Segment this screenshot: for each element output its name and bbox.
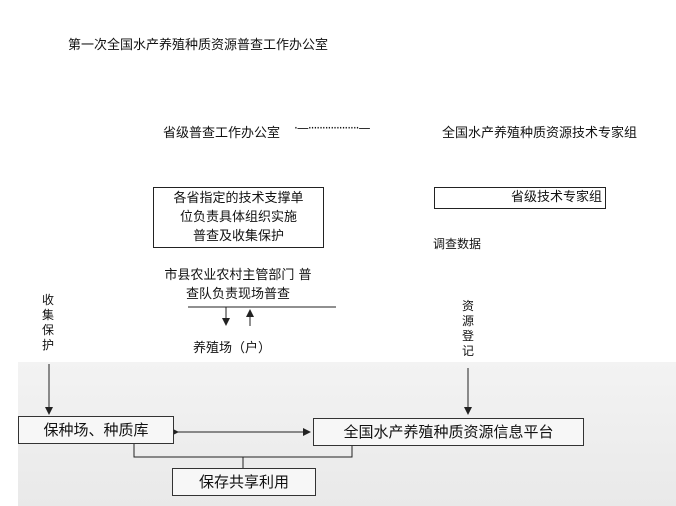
support-unit-line-2: 位负责具体组织实施 [179, 210, 297, 225]
share-use-box: 保存共享利用 [172, 468, 316, 496]
county-dept-line-2: 查队负责现场普查 [185, 287, 290, 302]
breeding-farm-label: 保种场、种质库 [43, 421, 149, 439]
support-unit-line-3: 普查及收集保护 [192, 229, 284, 244]
resource-register-label: 资源登记 [461, 299, 474, 358]
dotted-connector: ·—··················— [294, 121, 370, 135]
provincial-experts-label: 省级技术专家组 [510, 190, 602, 205]
collect-protect-label: 收集保护 [41, 293, 54, 352]
county-dept-line-1: 市县农业农村主管部门 普 [164, 268, 312, 283]
farm-label: 养殖场（户） [193, 341, 272, 356]
info-platform-label: 全国水产养殖种质资源信息平台 [343, 423, 554, 441]
share-use-label: 保存共享利用 [198, 473, 289, 491]
county-dept-text: 市县农业农村主管部门 普 查队负责现场普查 [150, 266, 326, 304]
support-unit-box: 各省指定的技术支撑单 位负责具体组织实施 普查及收集保护 [153, 187, 324, 248]
survey-data-label: 调查数据 [433, 237, 482, 251]
province-office-label: 省级普查工作办公室 [163, 126, 281, 141]
breeding-farm-box: 保种场、种质库 [18, 416, 174, 444]
info-platform-box: 全国水产养殖种质资源信息平台 [313, 418, 584, 446]
support-unit-line-1: 各省指定的技术支撑单 [173, 191, 304, 206]
provincial-experts-box: 省级技术专家组 [434, 187, 606, 209]
page-title: 第一次全国水产养殖种质资源普查工作办公室 [68, 38, 329, 53]
national-expert-group-label: 全国水产养殖种质资源技术专家组 [442, 126, 638, 141]
